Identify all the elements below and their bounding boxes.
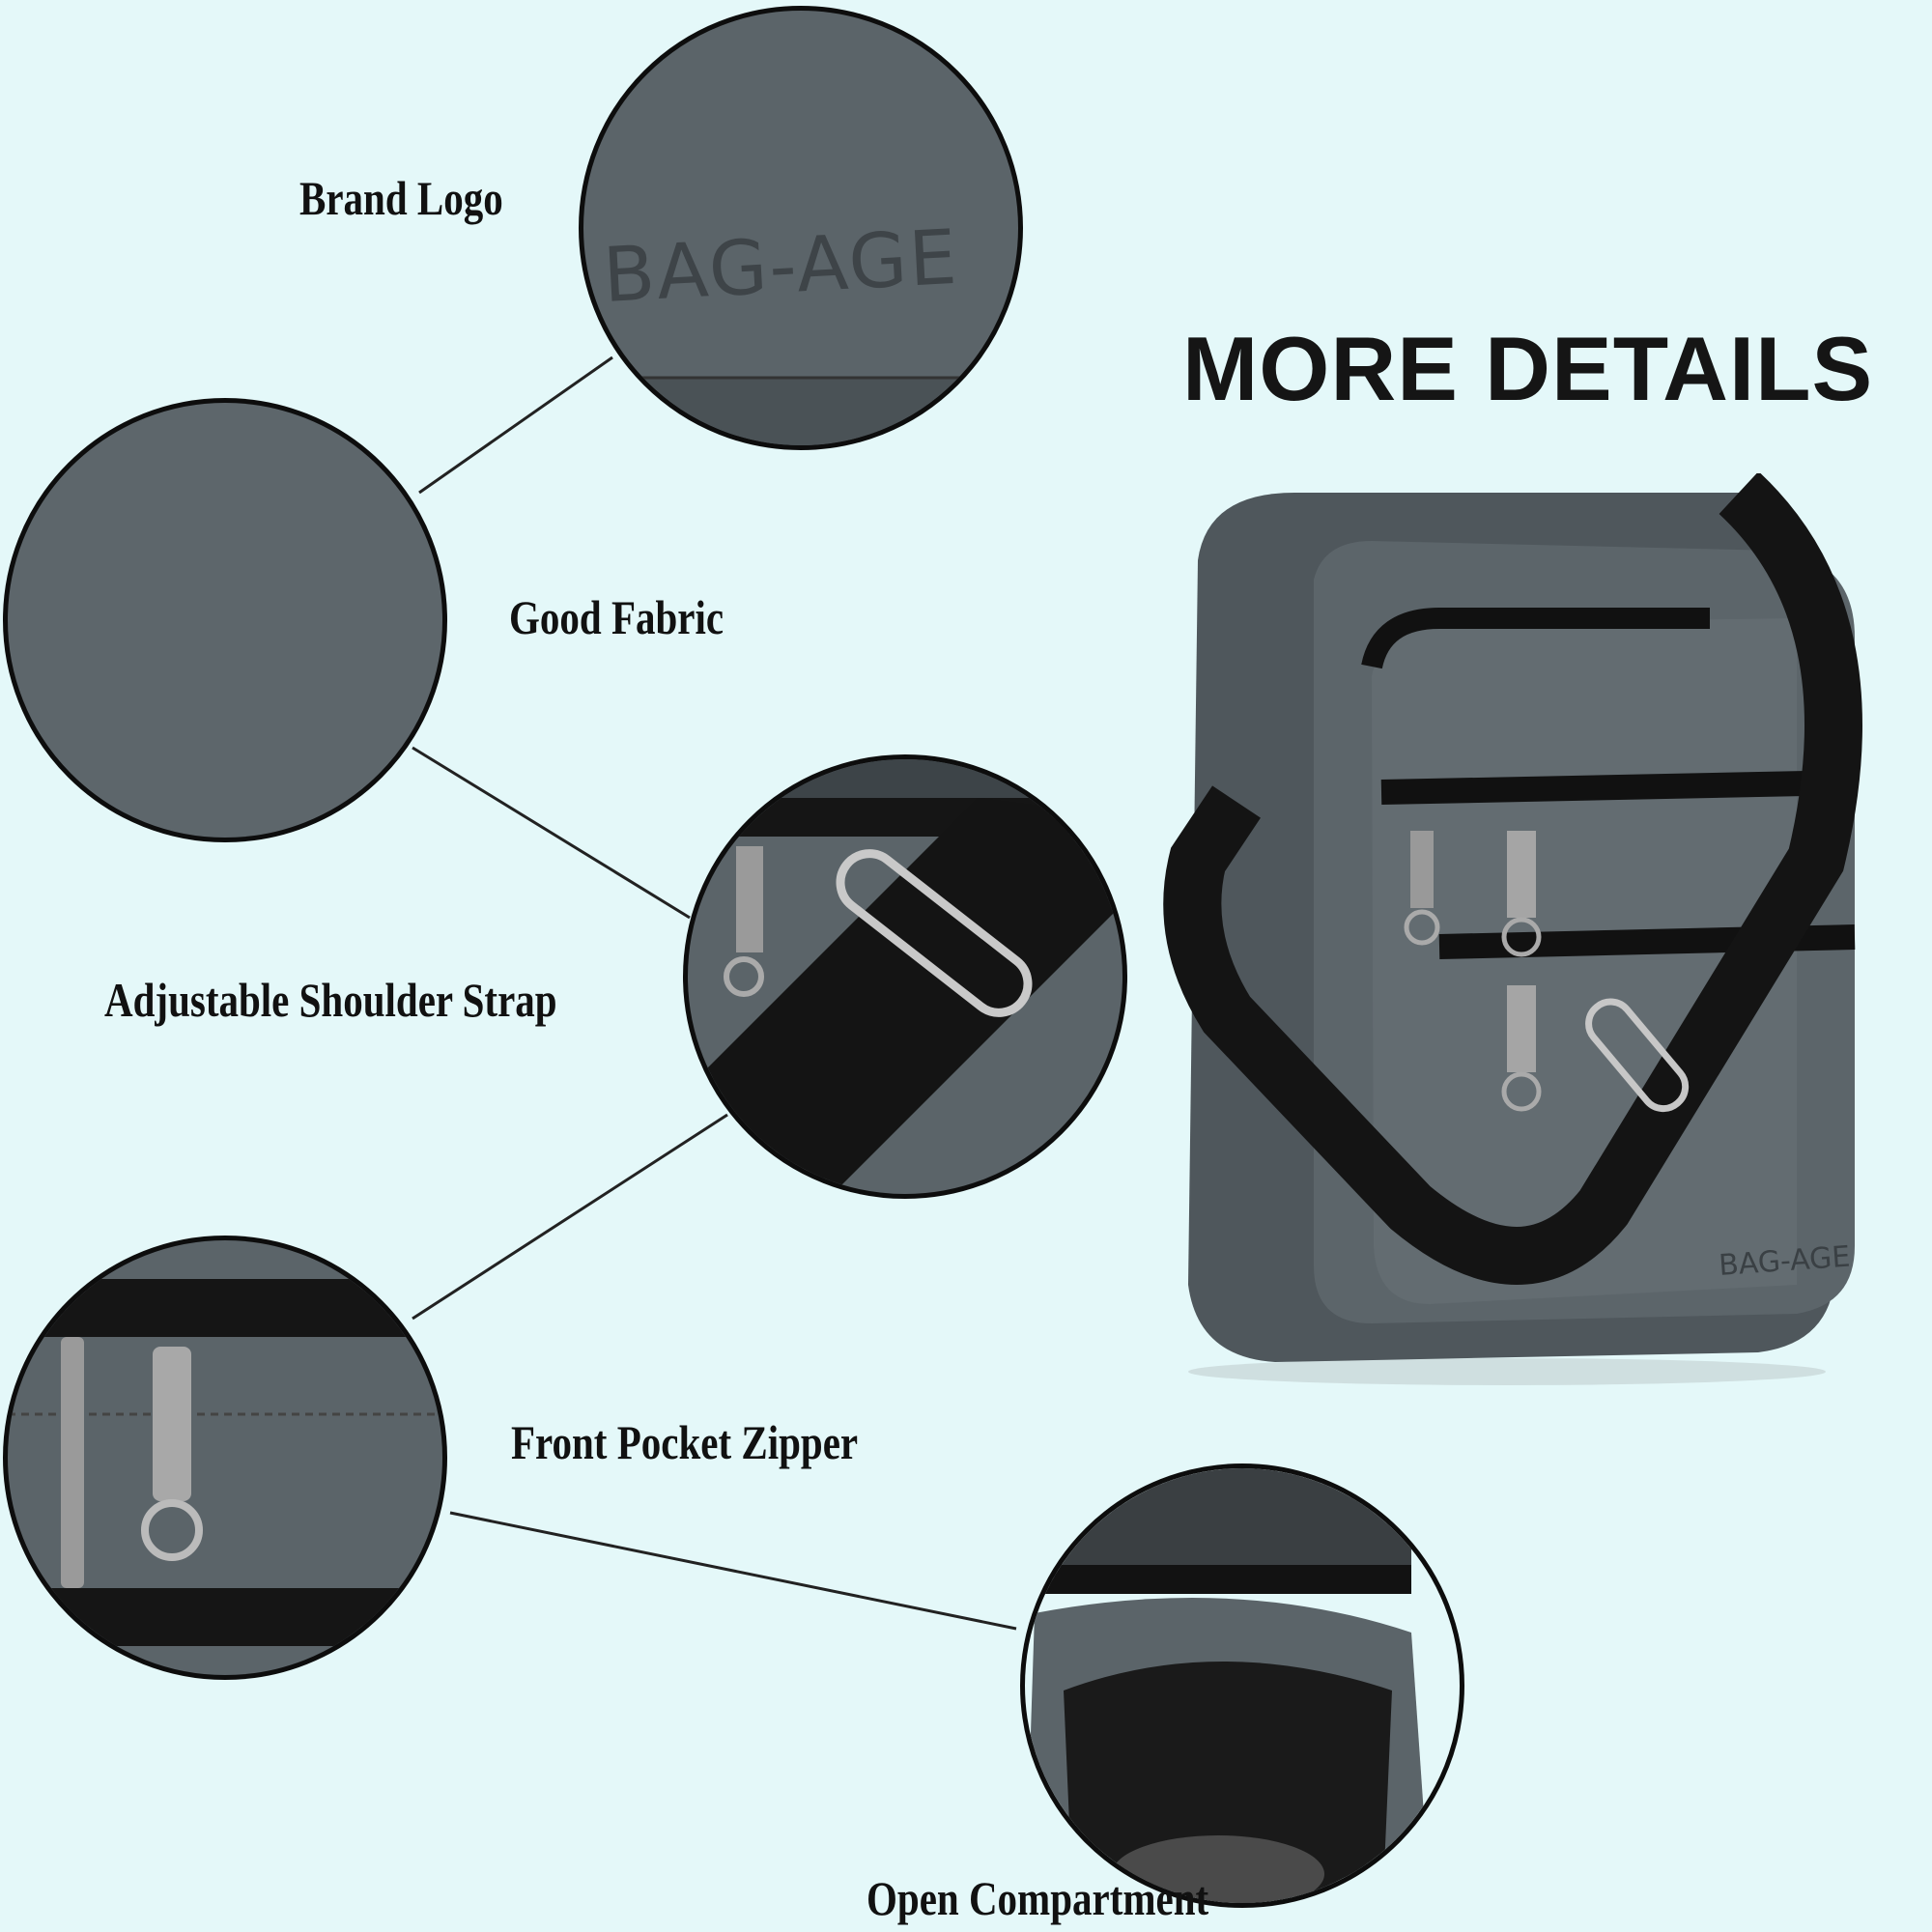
page-title: MORE DETAILS: [1182, 318, 1874, 419]
svg-text:BAG-AGE: BAG-AGE: [601, 214, 960, 320]
bag-product-image: BAG-AGE: [1163, 473, 1862, 1385]
feature-label-brand-logo: Brand Logo: [299, 171, 503, 225]
connector-line: [412, 1113, 728, 1321]
connector-line: [418, 355, 613, 495]
strap-detail-image: [683, 754, 1127, 1199]
strap-closeup: [688, 759, 1122, 1194]
brand-logo-detail-image: BAG-AGE: [579, 6, 1023, 450]
fabric-detail-image: [3, 398, 447, 842]
connector-line: [449, 1511, 1017, 1631]
connector-line: [412, 746, 691, 920]
compartment-closeup: [1025, 1468, 1431, 1903]
front-pocket-detail-image: [3, 1236, 447, 1680]
brand-logo-closeup: BAG-AGE: [601, 214, 1009, 445]
feature-label-open-compartment: Open Compartment: [867, 1871, 1209, 1925]
feature-label-adjustable-strap: Adjustable Shoulder Strap: [104, 973, 557, 1027]
feature-label-front-pocket-zipper: Front Pocket Zipper: [511, 1415, 859, 1469]
open-compartment-detail-image: [1020, 1463, 1464, 1908]
feature-label-good-fabric: Good Fabric: [509, 590, 724, 644]
zipper-closeup: [8, 1279, 442, 1646]
